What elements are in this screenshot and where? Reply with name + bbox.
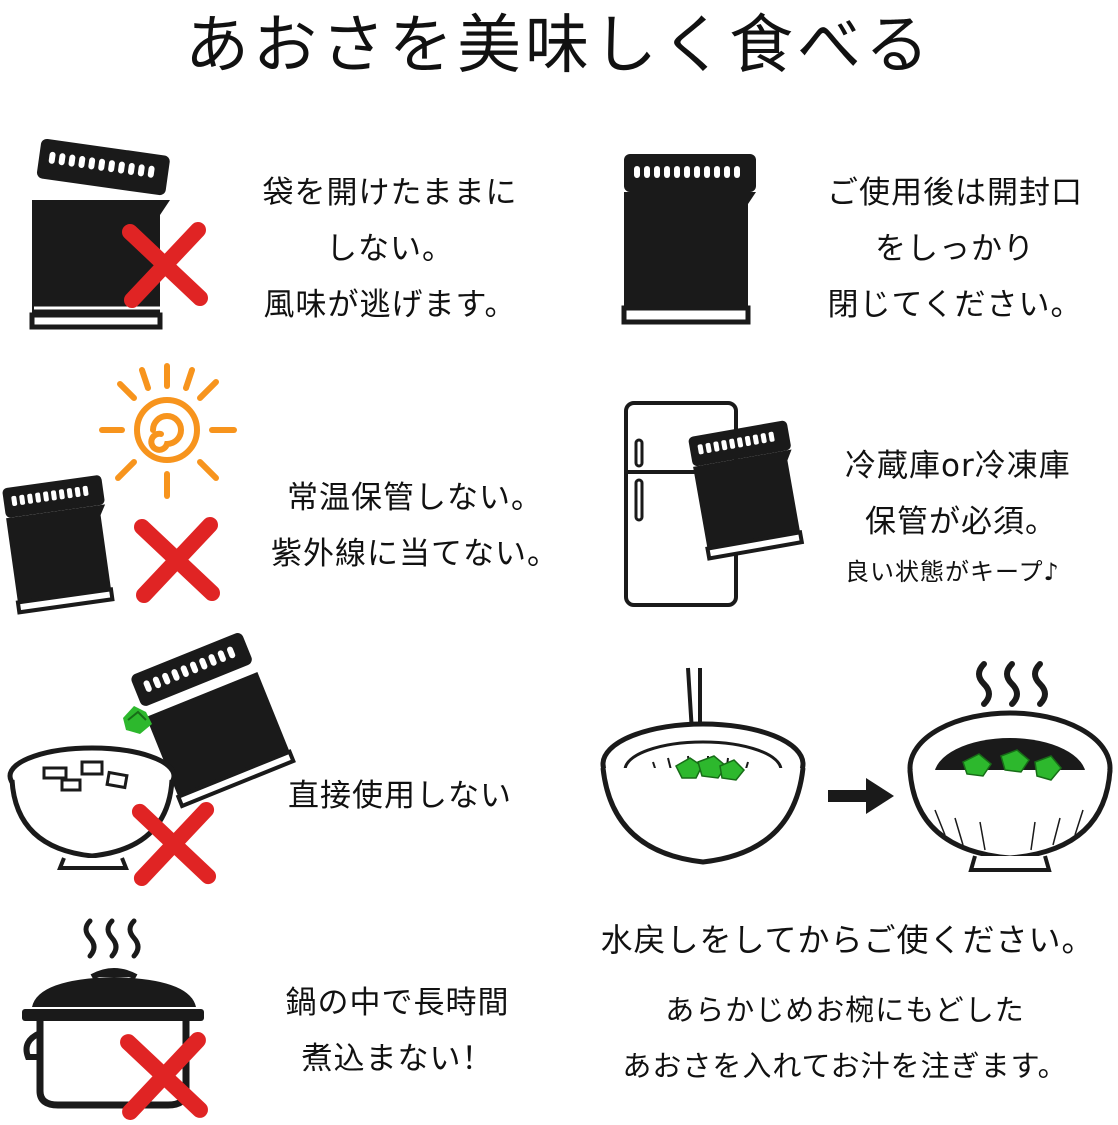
tilted-bag-icon [131, 633, 296, 809]
bowl-icon [7, 745, 177, 870]
arrow-icon [828, 778, 894, 814]
soup-bowl-icon [907, 710, 1113, 872]
no-boil-text: 鍋の中で長時間 煮込まない！ [285, 985, 510, 1077]
no-room-temp-text: 常温保管しない。 紫外線に当てない。 [271, 480, 559, 572]
rehydrate-text: あらかじめお椀にもどした あおさを入れてお汁を注ぎます。 [622, 993, 1068, 1083]
closed-bag-icon [621, 154, 756, 325]
steam-icon [83, 918, 141, 959]
steam-icon [976, 661, 1048, 707]
cross-icon [131, 801, 217, 887]
close-bag-text: ご使用後は開封口 をしっかり 閉じてください。 [827, 175, 1083, 323]
rehydrate-heading: 水戻しをしてからご使ください。 [600, 921, 1095, 959]
soaking-bowl-icon [600, 721, 806, 865]
cross-icon [134, 517, 220, 603]
cross-icon [120, 1032, 208, 1120]
seaweed-icon [123, 706, 152, 734]
page-title: あおさを美味しく食べる [185, 9, 933, 83]
open-bag-text: 袋を開けたままに しない。 風味が逃げます。 [262, 175, 518, 323]
cross-icon [122, 222, 208, 308]
bag-icon [688, 420, 805, 561]
sun-icon [99, 363, 237, 499]
fridge-text: 冷蔵庫or冷凍庫 保管が必須。 良い状態がキープ♪ [845, 448, 1071, 586]
bag-icon [2, 475, 115, 615]
no-direct-text: 直接使用しない [288, 778, 512, 814]
